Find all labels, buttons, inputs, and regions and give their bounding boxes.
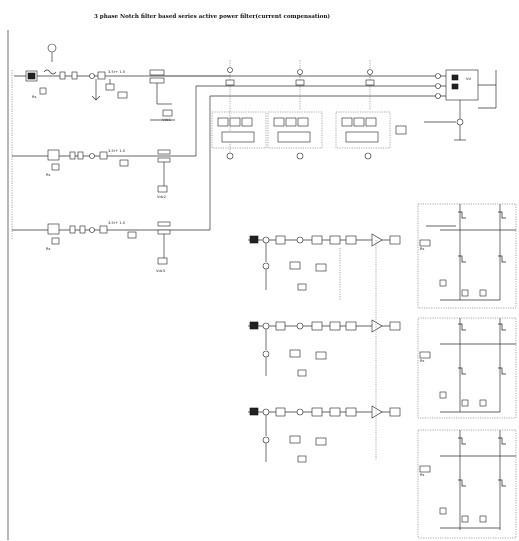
svg-text:Rs: Rs (420, 247, 424, 251)
svg-text:Rs: Rs (32, 95, 36, 99)
svg-text:Vd: Vd (466, 77, 471, 81)
svg-text:Vdc2: Vdc2 (157, 195, 166, 199)
main-bus-lines (164, 60, 448, 230)
inverter-bridge-1[interactable]: Rs (417, 203, 517, 309)
control-loop-2[interactable] (248, 319, 401, 377)
left-bus (7, 30, 13, 540)
phase-c-source-line[interactable]: 3.5r+ 1.5 Rs Vdc3 (12, 221, 210, 273)
notch-filter-group-2[interactable] (267, 111, 323, 160)
svg-text:3.5r+ 1.5: 3.5r+ 1.5 (108, 221, 125, 225)
svg-text:Rs: Rs (420, 473, 424, 477)
phase-a-source-line[interactable]: 3.5r+ 1.5 Rs Vdc1 (14, 43, 230, 122)
inverter-bridge-2[interactable]: Rs (417, 317, 517, 419)
svg-text:Rs: Rs (46, 247, 50, 251)
notch-filter-group-3[interactable] (335, 111, 407, 160)
inverter-bridge-3[interactable]: Rs (417, 429, 517, 539)
load-block[interactable]: Vd (424, 69, 497, 141)
svg-text:3.5r+ 1.5: 3.5r+ 1.5 (108, 70, 125, 74)
control-loop-3[interactable] (248, 405, 401, 463)
svg-text:Vdc3: Vdc3 (156, 269, 165, 273)
control-signal-lines (339, 240, 377, 460)
svg-text:3.5r+ 1.5: 3.5r+ 1.5 (108, 149, 125, 153)
notch-filter-group-1[interactable] (211, 111, 267, 160)
bus-measurement-taps (225, 67, 375, 86)
svg-text:Rs: Rs (46, 173, 50, 177)
control-loop-1[interactable] (248, 233, 401, 291)
svg-text:Rs: Rs (420, 359, 424, 363)
phase-b-source-line[interactable]: 3.5r+ 1.5 Rs Vdc2 (12, 149, 196, 199)
diagram-title: 3 phase Notch filter based series active… (94, 13, 330, 20)
